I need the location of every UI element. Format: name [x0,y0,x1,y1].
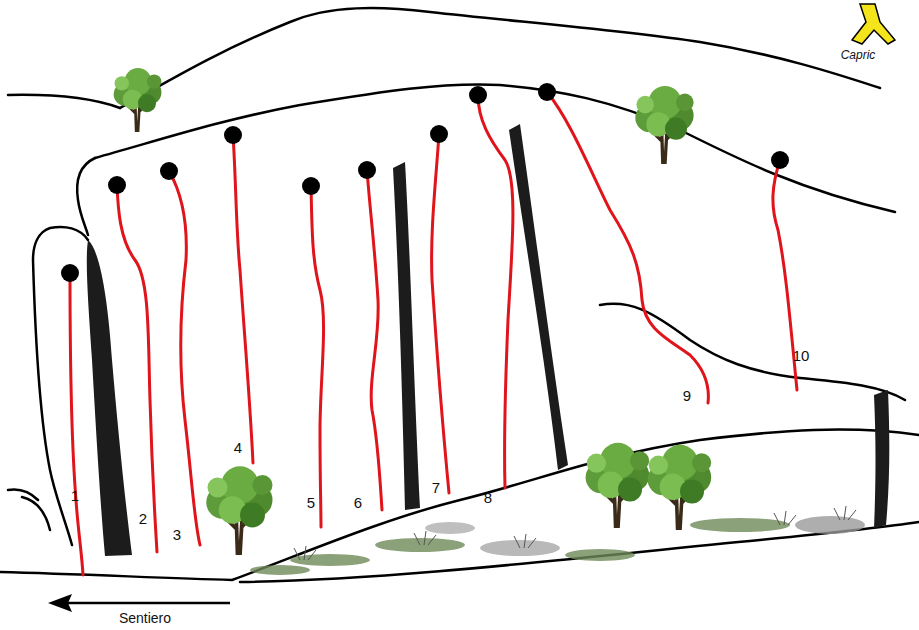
callout-number: 8 [484,490,492,505]
path-label: Sentiero [119,611,171,625]
callout-number: 10 [793,348,810,363]
callout-number: 7 [432,480,440,495]
callout-number: 5 [307,495,315,510]
callout-number: 9 [683,388,691,403]
callout-number: 3 [173,527,181,542]
callout-number: 2 [139,511,147,526]
callout-number: 6 [354,495,362,510]
callout-number: 1 [71,488,79,503]
callout-number: 4 [234,440,242,455]
logo-text: Capric [841,49,876,61]
